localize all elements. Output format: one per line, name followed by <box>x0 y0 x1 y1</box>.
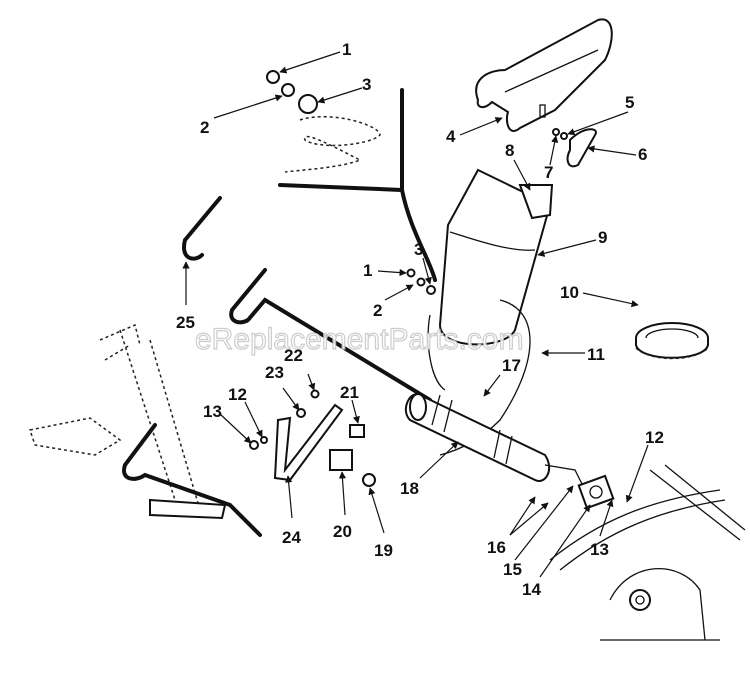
frame-bracket-part <box>278 88 437 282</box>
callout-9: 9 <box>598 228 607 247</box>
callout-7: 7 <box>544 163 553 182</box>
callout-22: 22 <box>284 346 303 365</box>
auger-housing-part <box>549 464 746 641</box>
handle-outline <box>29 323 262 537</box>
watermark-text: eReplacementParts.com <box>195 323 523 356</box>
cable-assembly-part <box>266 70 381 173</box>
callout-8: 8 <box>505 141 514 160</box>
callout-13b: 13 <box>590 540 609 559</box>
callout-3: 3 <box>362 75 371 94</box>
callout-16: 16 <box>487 538 506 557</box>
callout-3b: 3 <box>414 240 423 259</box>
chute-brace-part <box>427 299 531 456</box>
callout-11: 11 <box>587 345 605 364</box>
callout-10: 10 <box>560 283 579 302</box>
discharge-chute-part <box>438 168 554 346</box>
crank-tube-part <box>404 393 615 510</box>
callouts: 1 2 3 4 5 6 7 8 9 10 11 1 2 3 12 13 12 <box>176 40 664 599</box>
callout-19: 19 <box>374 541 393 560</box>
callout-12b: 12 <box>645 428 664 447</box>
hook-rod-part <box>182 196 222 261</box>
callout-6: 6 <box>638 145 647 164</box>
callout-21: 21 <box>340 383 359 402</box>
callout-17: 17 <box>502 356 521 375</box>
lever-bracket-part <box>249 389 376 487</box>
callout-1: 1 <box>342 40 351 59</box>
callout-13a: 13 <box>203 402 222 421</box>
callout-1b: 1 <box>363 261 372 280</box>
hood-hardware <box>539 104 597 168</box>
control-rod-part <box>229 268 432 402</box>
callout-2: 2 <box>200 118 209 137</box>
callout-4: 4 <box>446 127 456 146</box>
deflector-hood-part <box>475 18 613 132</box>
callout-14: 14 <box>522 580 541 599</box>
callout-5: 5 <box>625 93 634 112</box>
callout-2b: 2 <box>373 301 382 320</box>
chute-hardware <box>406 268 436 295</box>
callout-15: 15 <box>503 560 522 579</box>
callout-23: 23 <box>265 363 284 382</box>
callout-24: 24 <box>282 528 301 547</box>
callout-25: 25 <box>176 313 195 332</box>
callout-12a: 12 <box>228 385 247 404</box>
gear-ring-part <box>635 322 709 360</box>
callout-18: 18 <box>400 479 419 498</box>
callout-20: 20 <box>333 522 352 541</box>
